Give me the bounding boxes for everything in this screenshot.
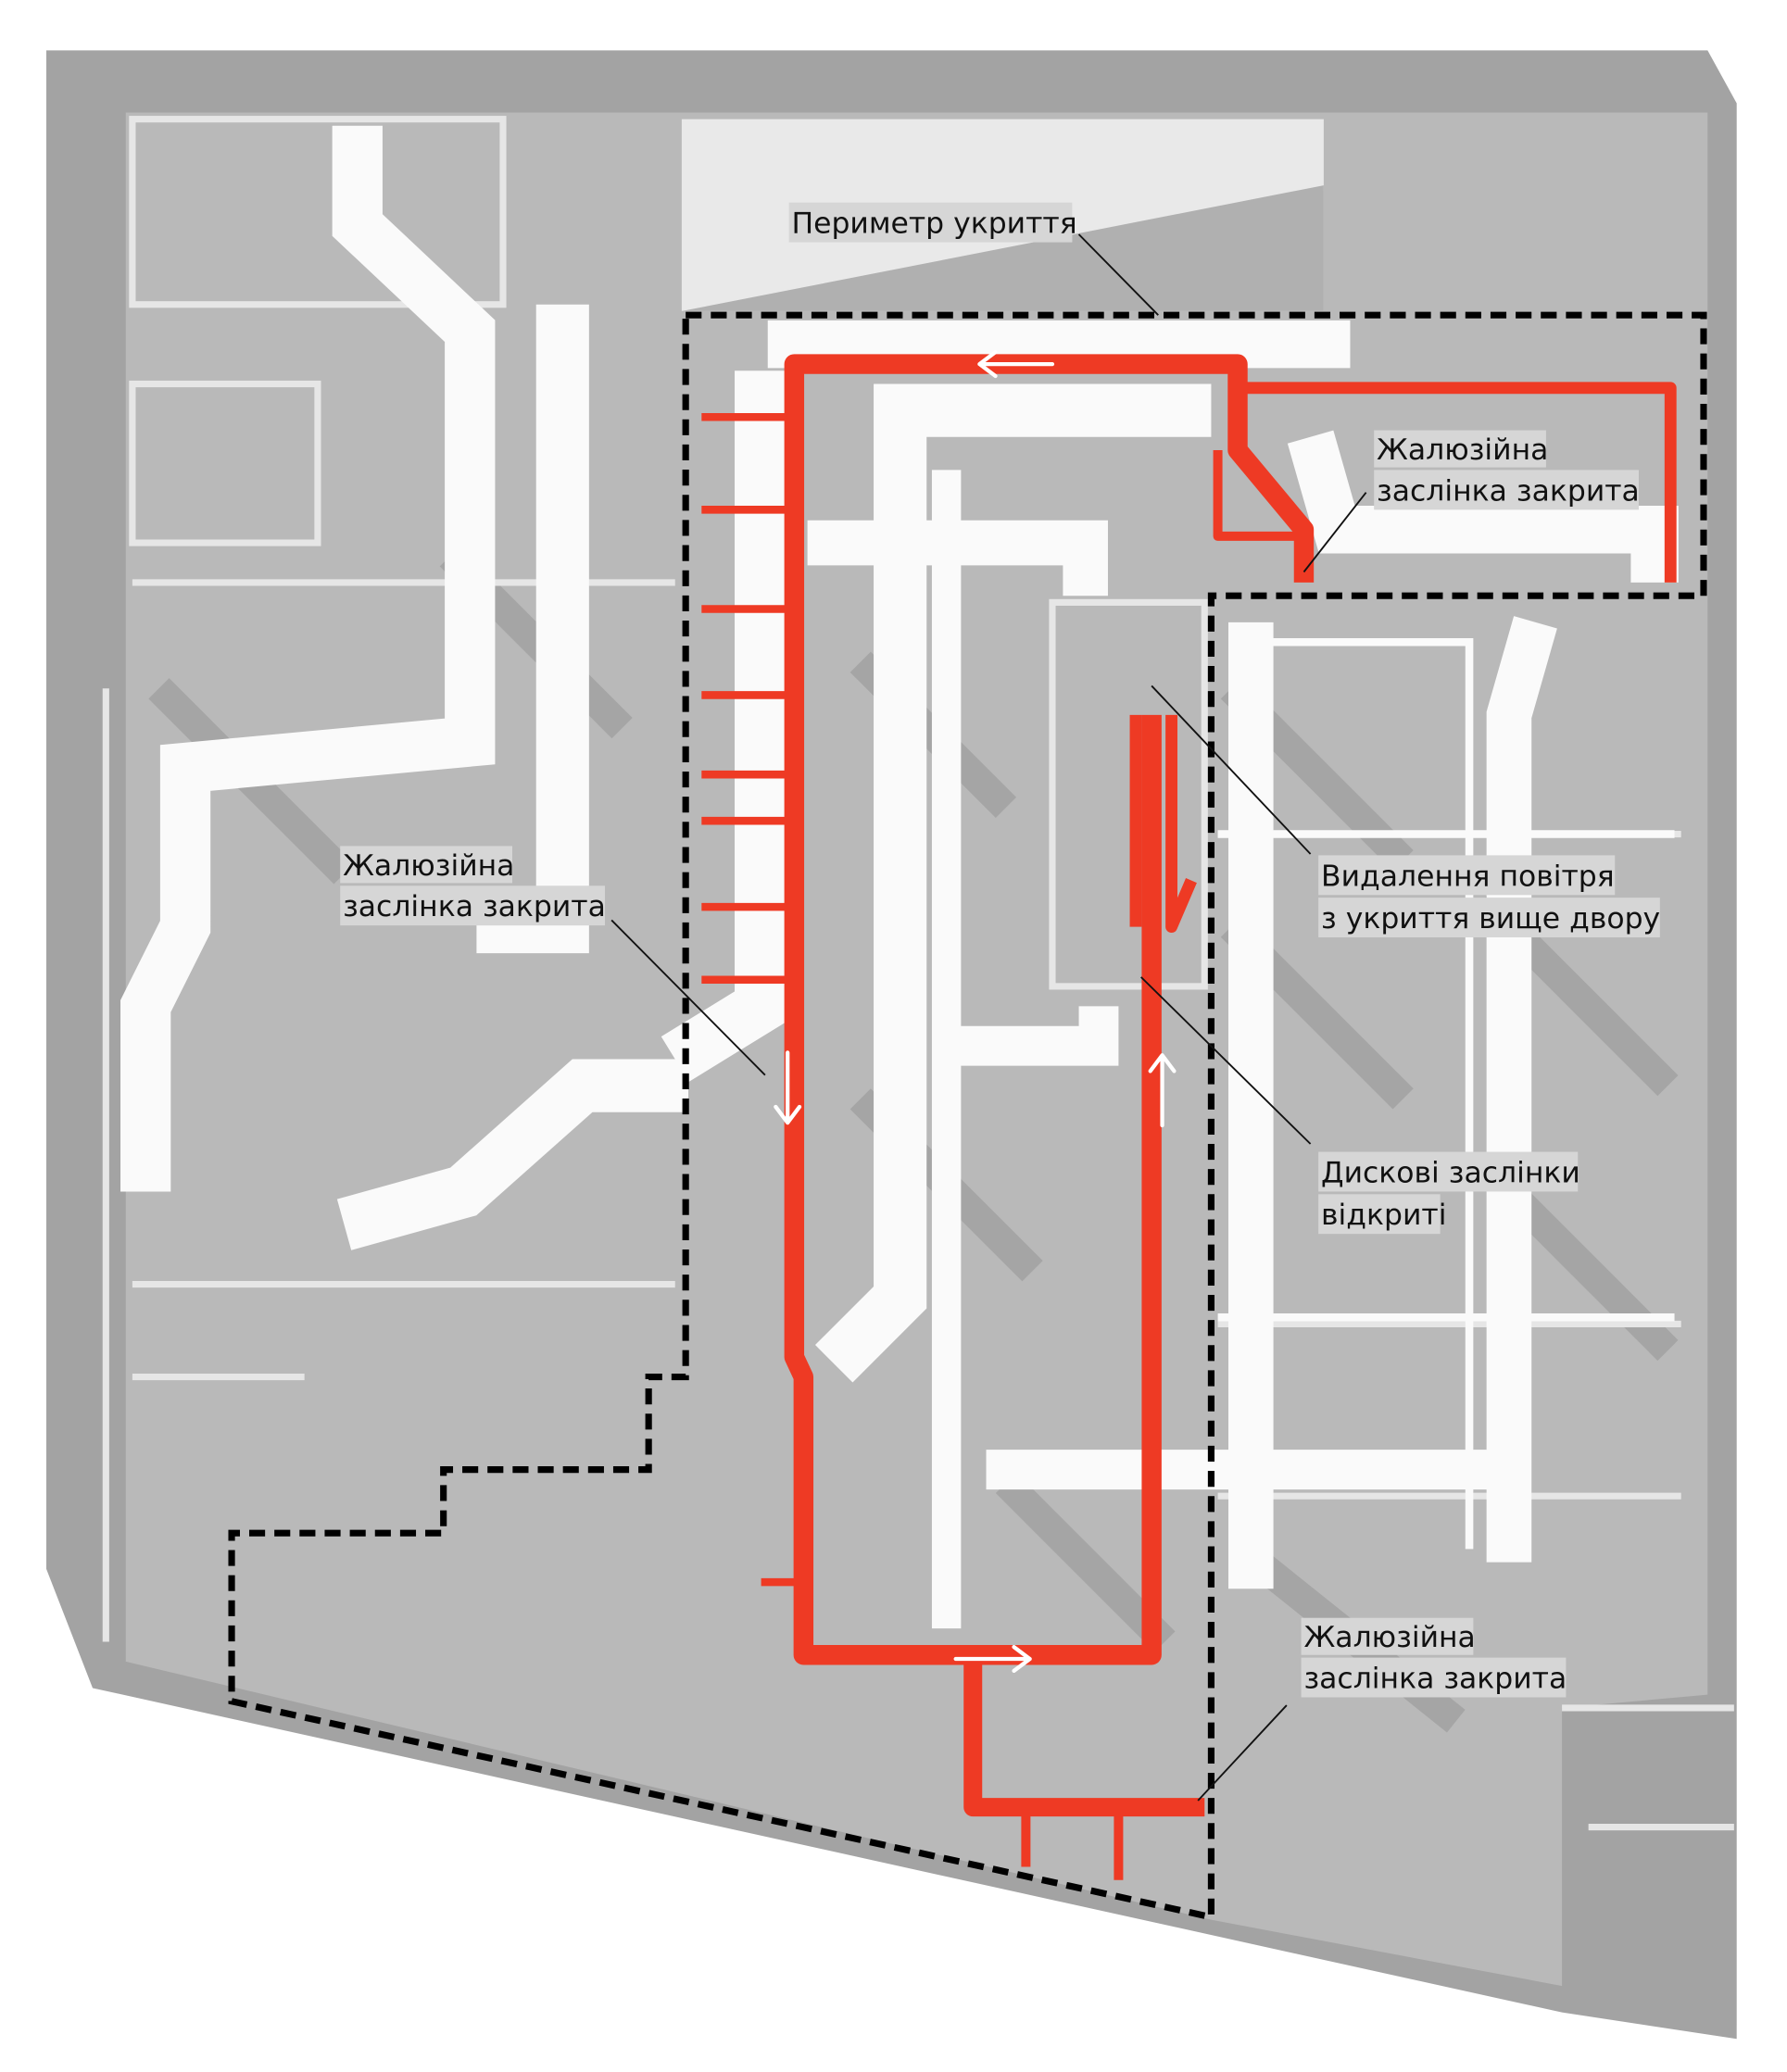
duct-center: [814, 383, 1212, 1383]
label-text: заслінка закрита: [1303, 1662, 1567, 1695]
label-text: Жалюзійна: [343, 849, 514, 883]
label-text: Жалюзійна: [1303, 1621, 1475, 1654]
duct-right-top: [1287, 430, 1679, 583]
duct-red-outline: [1217, 637, 1675, 1550]
label-exhaust: Видалення повітря з укриття вище двору: [1318, 855, 1660, 938]
label-text: відкриті: [1321, 1199, 1446, 1232]
supply-duct-bypass: [1213, 449, 1304, 541]
leader-louver-left: [610, 919, 766, 1076]
label-text: заслінка закрита: [1377, 474, 1640, 508]
arrow-up-icon: [1148, 1053, 1177, 1128]
arrow-left-icon: [977, 350, 1055, 379]
disc-valve-risers: [1129, 714, 1197, 934]
duct-left: [120, 125, 496, 1192]
label-text: з укриття вище двору: [1321, 902, 1660, 936]
label-louver-bottom: Жалюзійна заслінка закрита: [1301, 1617, 1567, 1698]
leader-exhaust: [1151, 684, 1312, 855]
duct-tee: [946, 1006, 1119, 1066]
label-text: Дискові заслінки: [1321, 1156, 1580, 1189]
supply-duct-right: [1238, 382, 1677, 583]
duct-diagonal: [336, 1059, 689, 1250]
supply-duct: [701, 354, 1677, 1880]
leader-disc-valves: [1140, 976, 1312, 1145]
flow-arrows: [774, 350, 1177, 1674]
arrow-down-icon: [774, 1050, 802, 1125]
duct-left-vert: [661, 370, 788, 1082]
supply-duct-legs: [1021, 1814, 1124, 1880]
leader-louver-top: [1302, 492, 1367, 573]
duct-branch: [807, 520, 1108, 596]
label-text: Периметр укриття: [791, 207, 1076, 241]
leader-perimeter: [1077, 233, 1159, 316]
shelter-perimeter: [228, 311, 1707, 1922]
leader-lines: [610, 233, 1367, 1802]
arrow-right-icon: [953, 1645, 1032, 1674]
duct-left-2: [476, 304, 589, 954]
supply-duct-intake: [963, 1661, 1205, 1817]
label-text: заслінка закрита: [343, 890, 606, 923]
label-disc-valves: Дискові заслінки відкриті: [1318, 1151, 1580, 1235]
leader-louver-bottom: [1197, 1704, 1288, 1802]
supply-branches: [701, 412, 804, 1587]
duct-right-2: [1486, 616, 1557, 1563]
other-ducts: [120, 125, 1679, 1629]
label-perimeter: Периметр укриття: [788, 202, 1077, 243]
label-text: Видалення повітря: [1321, 860, 1615, 893]
label-louver-top: Жалюзійна заслінка закрита: [1374, 430, 1640, 510]
label-text: Жалюзійна: [1377, 433, 1548, 467]
label-louver-left: Жалюзійна заслінка закрита: [340, 846, 606, 926]
supply-duct-loop: [784, 354, 1315, 1665]
